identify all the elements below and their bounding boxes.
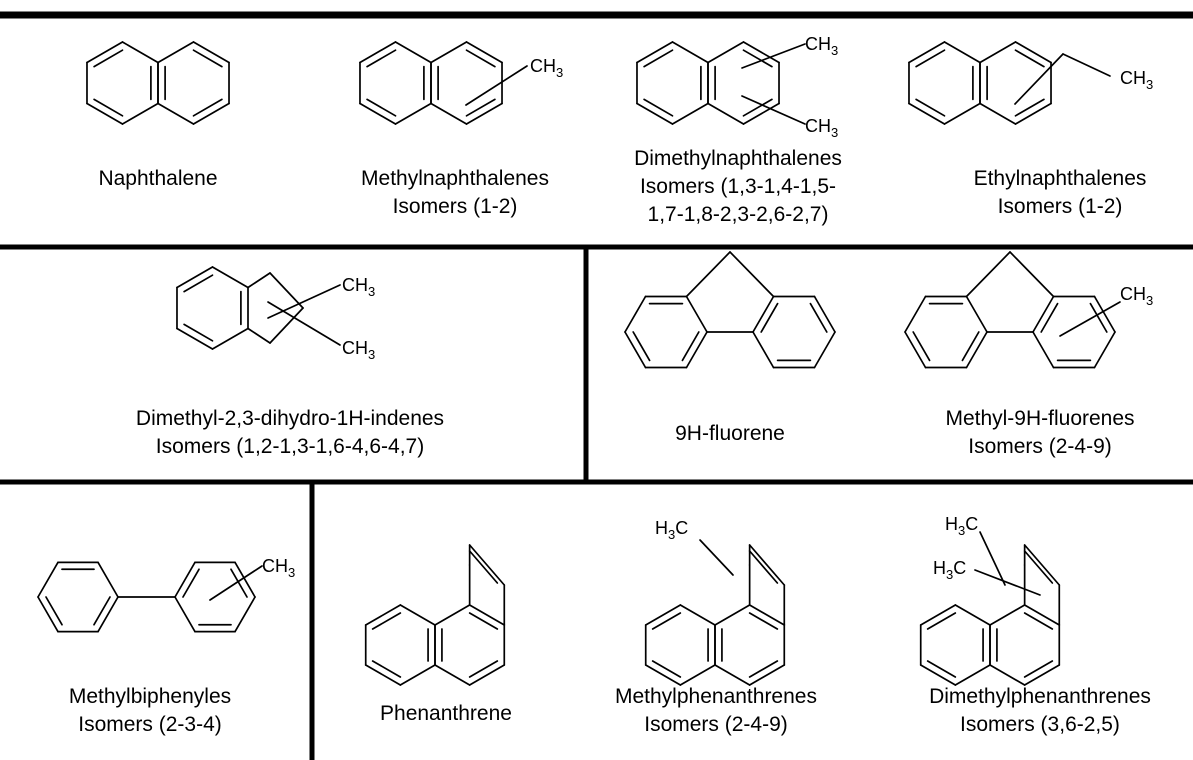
label-line: Isomers (1,2-1,3-1,6-4,6-4,7) [155, 435, 425, 458]
h3c-group-label: H3C [655, 518, 688, 542]
label-line: Phenanthrene [380, 702, 512, 725]
label-line: 1,7-1,8-2,3-2,6-2,7) [647, 203, 829, 226]
ch3-group-label: CH3 [805, 34, 838, 58]
ch3-group-label: CH3 [262, 556, 295, 580]
label-line: Methylphenanthrenes [615, 685, 817, 708]
ch3-group-label: CH3 [805, 116, 838, 140]
label-line: Isomers (3,6-2,5) [960, 713, 1120, 736]
label-line: Ethylnaphthalenes [973, 167, 1147, 190]
h3c-group-label: H3C [945, 514, 978, 538]
label-line: Isomers (2-4-9) [968, 435, 1112, 458]
ch3-group-label: CH3 [342, 338, 375, 362]
methylfluorene-structure: CH3 [904, 251, 1153, 369]
ethylnaphthalene-structure: CH3 [908, 41, 1153, 125]
label-line: Isomers (2-3-4) [78, 713, 222, 736]
fluorene-label: 9H-fluorene [600, 420, 860, 448]
label-line: Naphthalene [98, 167, 218, 190]
ch3-group-label: CH3 [1120, 284, 1153, 308]
label-line: Methyl-9H-fluorenes [945, 407, 1135, 430]
methylphenanthrene-structure: H3C [644, 518, 786, 686]
label-line: Isomers (2-4-9) [644, 713, 788, 736]
ch3-group-label: CH3 [530, 56, 563, 80]
phenanthrene-label: Phenanthrene [311, 700, 581, 728]
label-line: Methylbiphenyles [68, 685, 232, 708]
dimethylphenanthrene-structure: H3C H3C [919, 514, 1061, 686]
phenanthrene-structure [364, 544, 506, 686]
fluorene-structure [624, 251, 836, 369]
label-line: Dimethylnaphthalenes [634, 147, 842, 170]
label-line: Isomers (1-2) [997, 195, 1123, 218]
methylbiphenyl-structure: CH3 [37, 556, 295, 633]
label-line: Isomers (1-2) [392, 195, 518, 218]
table-grid-lines [0, 11, 1193, 760]
label-line: Dimethylphenanthrenes [929, 685, 1151, 708]
naphthalene-structure [86, 41, 230, 125]
label-line: Dimethyl-2,3-dihydro-1H-indenes [135, 407, 445, 430]
label-line: 9H-fluorene [675, 422, 785, 445]
naphthalene-label: Naphthalene [18, 165, 298, 193]
ch3-group-label: CH3 [342, 275, 375, 299]
label-line: Methylnaphthalenes [361, 167, 549, 190]
ch3-group-label: CH3 [1120, 68, 1153, 92]
methylnaphthalene-structure: CH3 [359, 41, 563, 125]
label-line: Isomers (1,3-1,4-1,5- [639, 175, 837, 198]
h3c-group-label: H3C [933, 558, 966, 582]
